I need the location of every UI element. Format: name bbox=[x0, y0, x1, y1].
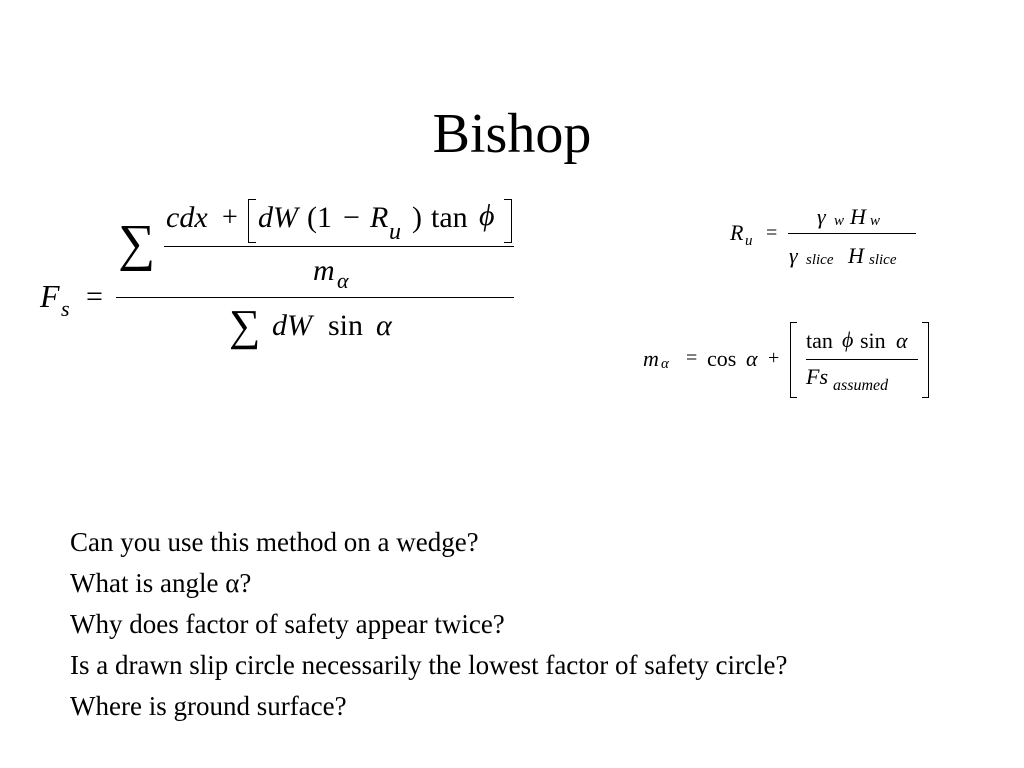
slide-title: Bishop bbox=[432, 103, 592, 165]
ru-lhs-R: R bbox=[730, 220, 744, 245]
ma-left-bracket bbox=[790, 322, 797, 398]
ru-num-gamma-sub: w bbox=[834, 213, 845, 229]
fs-inner-den-m: m bbox=[313, 254, 335, 287]
ru-den-H-sub: slice bbox=[869, 252, 897, 268]
fs-inner-fraction-bar bbox=[164, 246, 514, 247]
fs-num-R-sub: u bbox=[389, 219, 401, 245]
fs-inner-den-alpha: α bbox=[337, 268, 349, 293]
fs-num-plus: + bbox=[222, 202, 238, 233]
fs-den-alpha: α bbox=[376, 309, 392, 342]
fs-main-fraction-bar bbox=[116, 297, 514, 298]
ma-num-phi: ϕ bbox=[842, 327, 854, 352]
ma-num-alpha: α bbox=[896, 328, 908, 353]
question-item: Why does factor of safety appear twice? bbox=[70, 609, 505, 639]
ma-den-sub: assumed bbox=[833, 377, 889, 394]
ma-right-bracket bbox=[922, 322, 929, 398]
ru-equals: = bbox=[766, 222, 778, 244]
ma-lhs-sub: α bbox=[661, 356, 669, 372]
fs-den-sin: sin bbox=[328, 309, 364, 342]
fs-num-open: (1 bbox=[307, 201, 332, 234]
fs-num-close: ) bbox=[412, 201, 422, 234]
ma-plus: + bbox=[768, 347, 780, 369]
ma-cos-alpha: α bbox=[746, 346, 758, 371]
ru-num-gamma: γ bbox=[817, 204, 826, 229]
ma-cos: cos bbox=[707, 346, 737, 371]
ma-num-sin: sin bbox=[860, 328, 886, 353]
fs-num-cdx: cdx bbox=[166, 201, 208, 234]
ru-den-gamma: γ bbox=[789, 243, 798, 268]
fs-num-dW: dW bbox=[258, 201, 298, 234]
fs-lhs-sub: s bbox=[61, 296, 70, 321]
ru-den-gamma-sub: slice bbox=[806, 252, 834, 268]
fs-num-tan: tan bbox=[431, 201, 468, 234]
fs-lhs-F: F bbox=[40, 278, 60, 314]
fs-num-R: R bbox=[370, 201, 389, 234]
ma-equals: = bbox=[686, 347, 698, 369]
question-item: Is a drawn slip circle necessarily the l… bbox=[70, 650, 788, 680]
fs-num-right-bracket bbox=[504, 199, 512, 243]
ma-fraction-bar bbox=[806, 359, 918, 360]
fs-sum-top: ∑ bbox=[118, 215, 156, 272]
ru-lhs-sub: u bbox=[745, 233, 753, 249]
ma-num-tan: tan bbox=[806, 328, 833, 353]
ma-den-Fs: Fs bbox=[806, 364, 828, 389]
fs-num-phi: ϕ bbox=[479, 199, 495, 232]
ma-lhs-m: m bbox=[643, 346, 659, 371]
ru-den-H: H bbox=[848, 243, 864, 268]
question-item: Can you use this method on a wedge? bbox=[70, 527, 479, 557]
ru-num-H: H bbox=[850, 204, 866, 229]
ru-num-H-sub: w bbox=[870, 213, 881, 229]
ru-fraction-bar bbox=[788, 233, 916, 234]
question-list: Can you use this method on a wedge? What… bbox=[70, 522, 1010, 727]
fs-num-left-bracket bbox=[248, 199, 256, 243]
fs-den-dW: dW bbox=[272, 309, 312, 342]
fs-sum-bottom: ∑ bbox=[229, 301, 261, 350]
fs-equals: = bbox=[86, 280, 103, 313]
fs-num-minus: − bbox=[343, 201, 360, 234]
question-item: What is angle α? bbox=[70, 568, 252, 598]
question-item: Where is ground surface? bbox=[70, 691, 347, 721]
